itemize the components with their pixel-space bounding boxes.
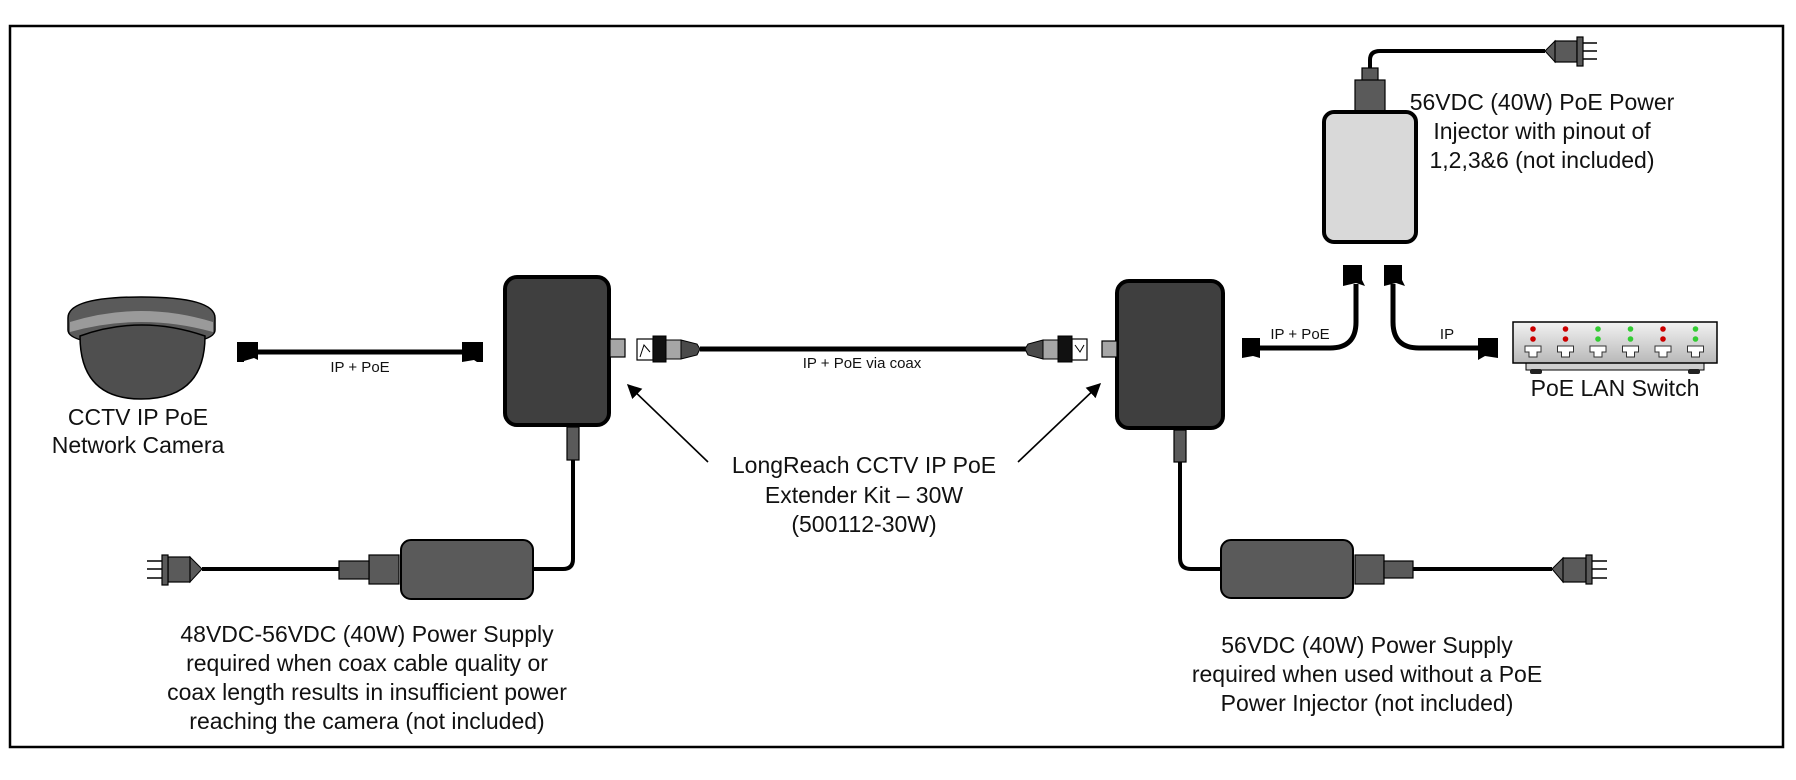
left-psu-label-line-4: reaching the camera (not included) (189, 708, 544, 734)
port-led-4-1 (1627, 326, 1634, 332)
kit-label-line-1: LongReach CCTV IP PoE (732, 452, 996, 478)
injector-label-line-3: 1,2,3&6 (not included) (1429, 147, 1654, 173)
port-led-3-1 (1595, 326, 1601, 332)
port-led-1-2 (1530, 336, 1536, 342)
port-led-1-1 (1530, 326, 1536, 332)
switch-port-4 (1622, 345, 1639, 358)
camera-label-line-1: CCTV IP PoE (68, 404, 208, 430)
switch-port-5 (1654, 345, 1672, 358)
injector-label-line-2: Injector with pinout of (1433, 118, 1651, 144)
poe-lan-switch-icon (1512, 321, 1718, 374)
bnc-connector-icon (636, 335, 701, 363)
left-psu-label-line-1: 48VDC-56VDC (40W) Power Supply (180, 621, 554, 647)
ac-plug-icon (1544, 36, 1597, 67)
rj45-plug-icon (1343, 265, 1365, 286)
port-led-2-2 (1562, 336, 1569, 342)
switch-port-2 (1557, 345, 1574, 358)
left-psu-label-line-2: required when coax cable quality or (186, 650, 548, 676)
kit-label-line-3: (500112-30W) (791, 511, 936, 537)
switch-port-1 (1524, 345, 1542, 358)
left-power-supply-icon (147, 539, 534, 600)
diagram-frame (8, 24, 1785, 749)
injector-poe-cable (1242, 265, 1365, 358)
left-extender-unit (503, 275, 626, 461)
rj45-plug-icon (237, 342, 258, 362)
left-power-cable (533, 460, 575, 571)
port-led-2-1 (1562, 326, 1569, 332)
injector-label-line-1: 56VDC (40W) PoE Power (1410, 89, 1675, 115)
kit-arrow-left (626, 384, 709, 463)
right-power-cable (1178, 462, 1221, 571)
ac-plug-icon (1551, 554, 1607, 585)
injector-poe-cable-label: IP + PoE (1270, 326, 1329, 343)
port-led-5-2 (1660, 336, 1666, 342)
camera-cable-label: IP + PoE (330, 359, 389, 376)
right-psu-label-line-1: 56VDC (40W) Power Supply (1221, 632, 1513, 658)
right-extender-bnc-port (1101, 340, 1118, 358)
dome-camera-icon (67, 296, 216, 400)
bnc-connector-icon (1024, 335, 1088, 363)
injector-ip-cable-label: IP (1440, 326, 1454, 343)
port-led-6-2 (1692, 336, 1699, 342)
rj45-plug-icon (1384, 265, 1405, 286)
camera-label-line-2: Network Camera (52, 432, 225, 458)
kit-label-line-2: Extender Kit – 30W (765, 482, 963, 508)
left-extender-bnc-port (609, 338, 626, 358)
right-psu-label-line-2: required when used without a PoE (1192, 661, 1542, 687)
camera-ethernet-cable (237, 342, 483, 362)
port-led-6-1 (1692, 326, 1699, 332)
switch-port-6 (1687, 345, 1704, 358)
poe-injector-icon (1322, 36, 1597, 244)
rj45-plug-icon (1242, 338, 1260, 358)
switch-label: PoE LAN Switch (1531, 375, 1700, 401)
right-power-supply-icon (1220, 539, 1607, 599)
coax-cable (636, 335, 1088, 363)
right-psu-label-line-3: Power Injector (not included) (1221, 690, 1514, 716)
port-led-4-2 (1627, 336, 1634, 342)
switch-port-3 (1589, 345, 1607, 358)
left-psu-label-line-3: coax length results in insufficient powe… (167, 679, 567, 705)
kit-arrow-right (1017, 383, 1102, 463)
port-led-3-2 (1595, 336, 1601, 342)
rj45-plug-icon (462, 342, 483, 362)
ac-plug-icon (147, 554, 203, 586)
coax-cable-label: IP + PoE via coax (803, 355, 922, 372)
right-extender-unit (1101, 279, 1225, 463)
port-led-5-1 (1660, 326, 1666, 332)
rj45-plug-icon (1478, 338, 1498, 360)
injector-ip-cable (1384, 265, 1498, 360)
